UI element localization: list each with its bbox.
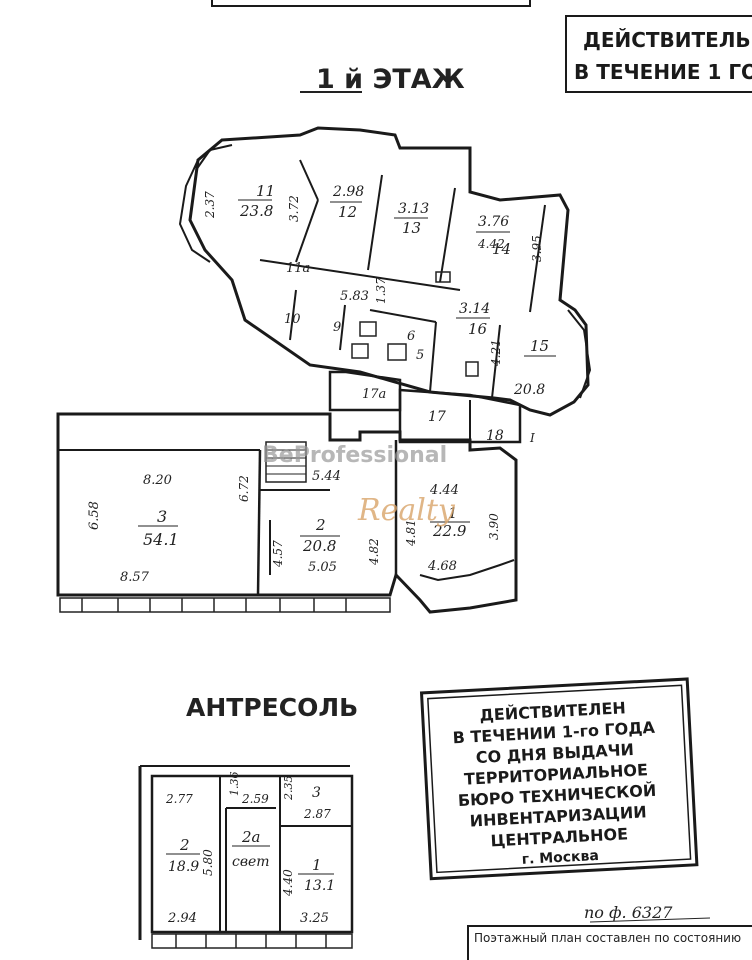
mdim-1-36: 1.36 bbox=[228, 772, 241, 797]
floor1-dimension-labels: 2.37 3.72 5.83 1.37 4.42 3.95 4.21 8.20 … bbox=[87, 191, 544, 585]
room-15-number: 15 bbox=[530, 337, 549, 355]
mroom-2a-area: свет bbox=[232, 854, 270, 870]
dim-8-57: 8.57 bbox=[120, 570, 150, 585]
floor1-plan: 11 23.8 11а 2.98 12 3.13 13 3.76 14 10 9… bbox=[56, 126, 592, 614]
room-12-number: 12 bbox=[338, 203, 357, 221]
dim-2-37: 2.37 bbox=[203, 191, 217, 219]
watermark: BeProfessional Realty bbox=[262, 443, 456, 528]
mdim-2-59: 2.59 bbox=[241, 792, 269, 806]
dim-5-83: 5.83 bbox=[340, 289, 369, 304]
mroom-2-number: 2 bbox=[179, 836, 190, 854]
floor1-heading: 1 й ЭТАЖ bbox=[300, 64, 465, 95]
room-3-area: 54.1 bbox=[143, 530, 179, 549]
room-13-number: 13 bbox=[402, 219, 421, 237]
mezzanine-title: АНТРЕСОЛЬ bbox=[186, 693, 358, 722]
room-12-area: 2.98 bbox=[332, 184, 364, 200]
dim-3-90: 3.90 bbox=[487, 513, 501, 540]
mdim-5-80: 5.80 bbox=[201, 849, 215, 876]
mroom-1-area: 13.1 bbox=[304, 878, 335, 894]
mroom-3-number: 3 bbox=[312, 785, 321, 801]
stamp-top-line-2: В ТЕЧЕНИЕ 1 ГОД bbox=[574, 60, 752, 84]
floor1-title: 1 й ЭТАЖ bbox=[316, 64, 465, 95]
handwritten-ref: по ф. 6327 bbox=[584, 903, 673, 922]
mezz-room-labels: 2 18.9 2а свет 1 13.1 3 bbox=[166, 785, 335, 894]
floor1-room-labels: 11 23.8 11а 2.98 12 3.13 13 3.76 14 10 9… bbox=[138, 182, 556, 555]
footer: Поэтажный план составлен по состоянию bbox=[467, 925, 752, 960]
dim-6-58: 6.58 bbox=[87, 501, 102, 530]
room-11-area: 23.8 bbox=[239, 202, 273, 220]
room-3-number: 3 bbox=[157, 507, 167, 526]
room-18-number: 18 bbox=[486, 428, 504, 444]
mroom-2-area: 18.9 bbox=[168, 859, 199, 875]
dim-8-20: 8.20 bbox=[143, 473, 172, 488]
room-1-area: 22.9 bbox=[432, 522, 467, 540]
top-frame bbox=[211, 0, 531, 7]
dim-4-57: 4.57 bbox=[271, 540, 285, 568]
room-5-number: 5 bbox=[416, 348, 424, 363]
room-14-number: 14 bbox=[492, 240, 511, 258]
mdim-2-35: 2.35 bbox=[282, 776, 295, 802]
dim-4-81: 4.81 bbox=[404, 519, 418, 547]
room-11a-number: 11а bbox=[286, 261, 310, 276]
stamp-main: ДЕЙСТВИТЕЛЕН В ТЕЧЕНИИ 1-го ГОДА СО ДНЯ … bbox=[419, 677, 699, 881]
dim-I: I bbox=[529, 431, 535, 445]
mdim-2-77: 2.77 bbox=[165, 792, 193, 806]
room-11-number: 11 bbox=[256, 182, 275, 200]
dim-3-72: 3.72 bbox=[287, 195, 301, 222]
dim-1-37: 1.37 bbox=[374, 277, 388, 304]
room-17a-number: 17а bbox=[362, 387, 386, 402]
room-6-number: 6 bbox=[407, 329, 415, 344]
dim-5-05: 5.05 bbox=[308, 560, 337, 575]
room-2-area: 20.8 bbox=[302, 537, 336, 555]
room-17-number: 17 bbox=[428, 409, 446, 425]
mroom-1-number: 1 bbox=[312, 856, 322, 874]
dim-4-68: 4.68 bbox=[427, 559, 457, 574]
stamp-top-line-1: ДЕЙСТВИТЕЛЬНО bbox=[583, 28, 752, 52]
room-2-number: 2 bbox=[315, 516, 326, 534]
stamp-main-line-8: г. Москва bbox=[521, 848, 599, 868]
dim-6-72: 6.72 bbox=[237, 475, 251, 502]
room-16-number: 16 bbox=[468, 320, 488, 338]
room-16-area: 3.14 bbox=[459, 301, 490, 317]
watermark-line-1: BeProfessional bbox=[262, 443, 447, 468]
mdim-2-87: 2.87 bbox=[303, 807, 331, 821]
dim-4-21: 4.21 bbox=[489, 339, 503, 367]
dim-5-44: 5.44 bbox=[312, 469, 341, 484]
watermark-line-2: Realty bbox=[357, 493, 456, 528]
mezzanine-plan: 2 18.9 2а свет 1 13.1 3 2.77 1.36 2.59 2… bbox=[138, 765, 354, 949]
mdim-2-94: 2.94 bbox=[167, 911, 197, 926]
dim-4-82: 4.82 bbox=[367, 538, 381, 566]
room-14-area: 3.76 bbox=[478, 214, 509, 230]
mdim-4-40: 4.40 bbox=[281, 869, 295, 897]
room-9-number: 9 bbox=[333, 320, 341, 335]
mdim-3-25: 3.25 bbox=[300, 911, 329, 926]
room-15-area: 20.8 bbox=[513, 382, 545, 398]
mezz-dimension-labels: 2.77 1.36 2.59 2.35 2.87 5.80 4.40 2.94 … bbox=[165, 772, 331, 927]
stamp-top: ДЕЙСТВИТЕЛЬНО В ТЕЧЕНИЕ 1 ГОД bbox=[565, 15, 752, 93]
dim-3-95: 3.95 bbox=[530, 235, 544, 262]
dim-4-44: 4.44 bbox=[429, 483, 459, 498]
window-row bbox=[59, 597, 391, 613]
dim-4-42: 4.42 bbox=[477, 237, 505, 251]
mroom-2a-number: 2а bbox=[241, 828, 261, 846]
room-10-number: 10 bbox=[284, 312, 301, 327]
room-13-area: 3.13 bbox=[398, 201, 429, 217]
staircase bbox=[265, 441, 307, 483]
mezz-window-row bbox=[151, 933, 353, 949]
room-1-number: 1 bbox=[448, 504, 458, 522]
footer-text: Поэтажный план составлен по состоянию bbox=[474, 931, 741, 945]
